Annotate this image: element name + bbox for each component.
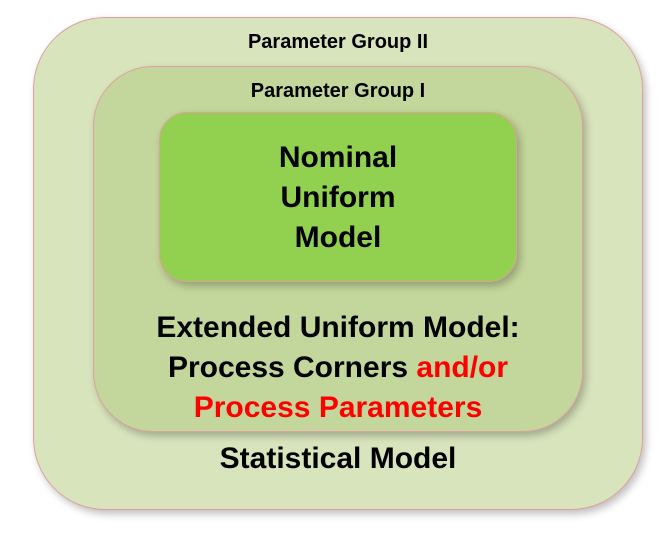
and-or-text: and/or bbox=[416, 351, 509, 384]
statistical-model-label: Statistical Model bbox=[219, 442, 457, 475]
extended-line-1: Extended Uniform Model: bbox=[156, 311, 520, 344]
extended-line-3: Process Parameters bbox=[193, 391, 483, 424]
nominal-line-2: Uniform bbox=[280, 181, 396, 214]
extended-model-label: Extended Uniform Model: Process Corners … bbox=[93, 308, 583, 428]
nominal-line-3: Model bbox=[294, 221, 382, 254]
extended-line-2: Process Corners and/or bbox=[93, 348, 583, 388]
nominal-model-box bbox=[159, 112, 517, 282]
process-corners-text: Process Corners bbox=[167, 351, 417, 384]
nominal-model-label: Nominal Uniform Model bbox=[159, 138, 517, 258]
parameter-group-ii-label: Parameter Group II bbox=[247, 31, 429, 53]
parameter-group-i-label: Parameter Group I bbox=[250, 80, 426, 102]
nominal-line-1: Nominal bbox=[278, 141, 398, 174]
